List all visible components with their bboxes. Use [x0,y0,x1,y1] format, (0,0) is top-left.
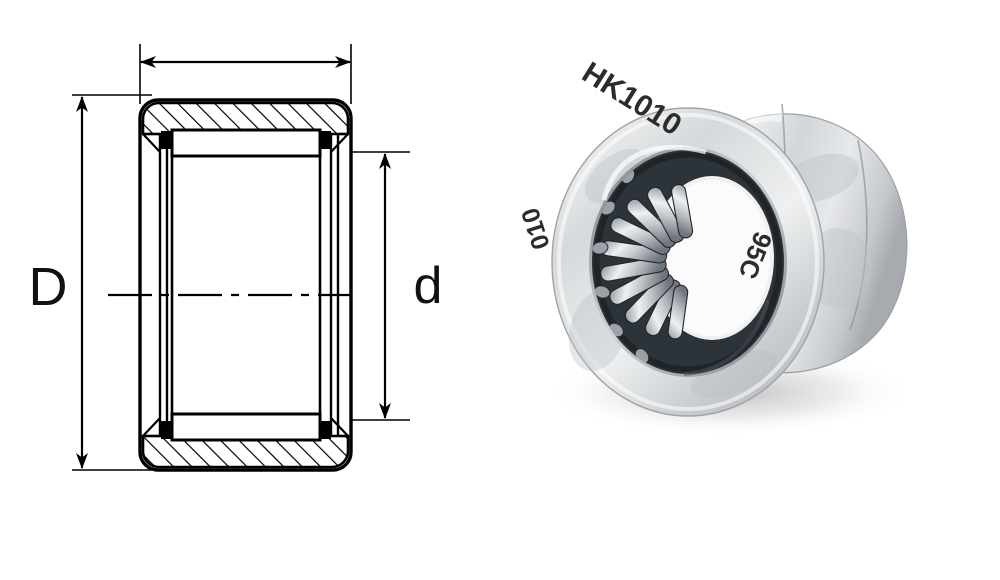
technical-drawing: D d [28,44,443,472]
inner-diameter-label: d [414,257,443,315]
cage-blocks [161,131,331,439]
bearing-bore [589,144,787,377]
needle-roller-upper [170,128,322,158]
extension-lines [72,44,410,471]
outer-diameter-label: D [29,257,68,317]
section-hatch-top [141,101,350,136]
bearing-photo: HK1010 010 95C [520,0,1000,580]
section-hatch-bottom [141,434,350,469]
needle-roller-lower [170,412,322,442]
needle-rollers [600,184,694,340]
bore-lines [170,156,322,414]
cup-flange-lines [158,134,340,436]
lip-chamfers [142,132,349,438]
bearing-outer-shell [138,98,353,472]
